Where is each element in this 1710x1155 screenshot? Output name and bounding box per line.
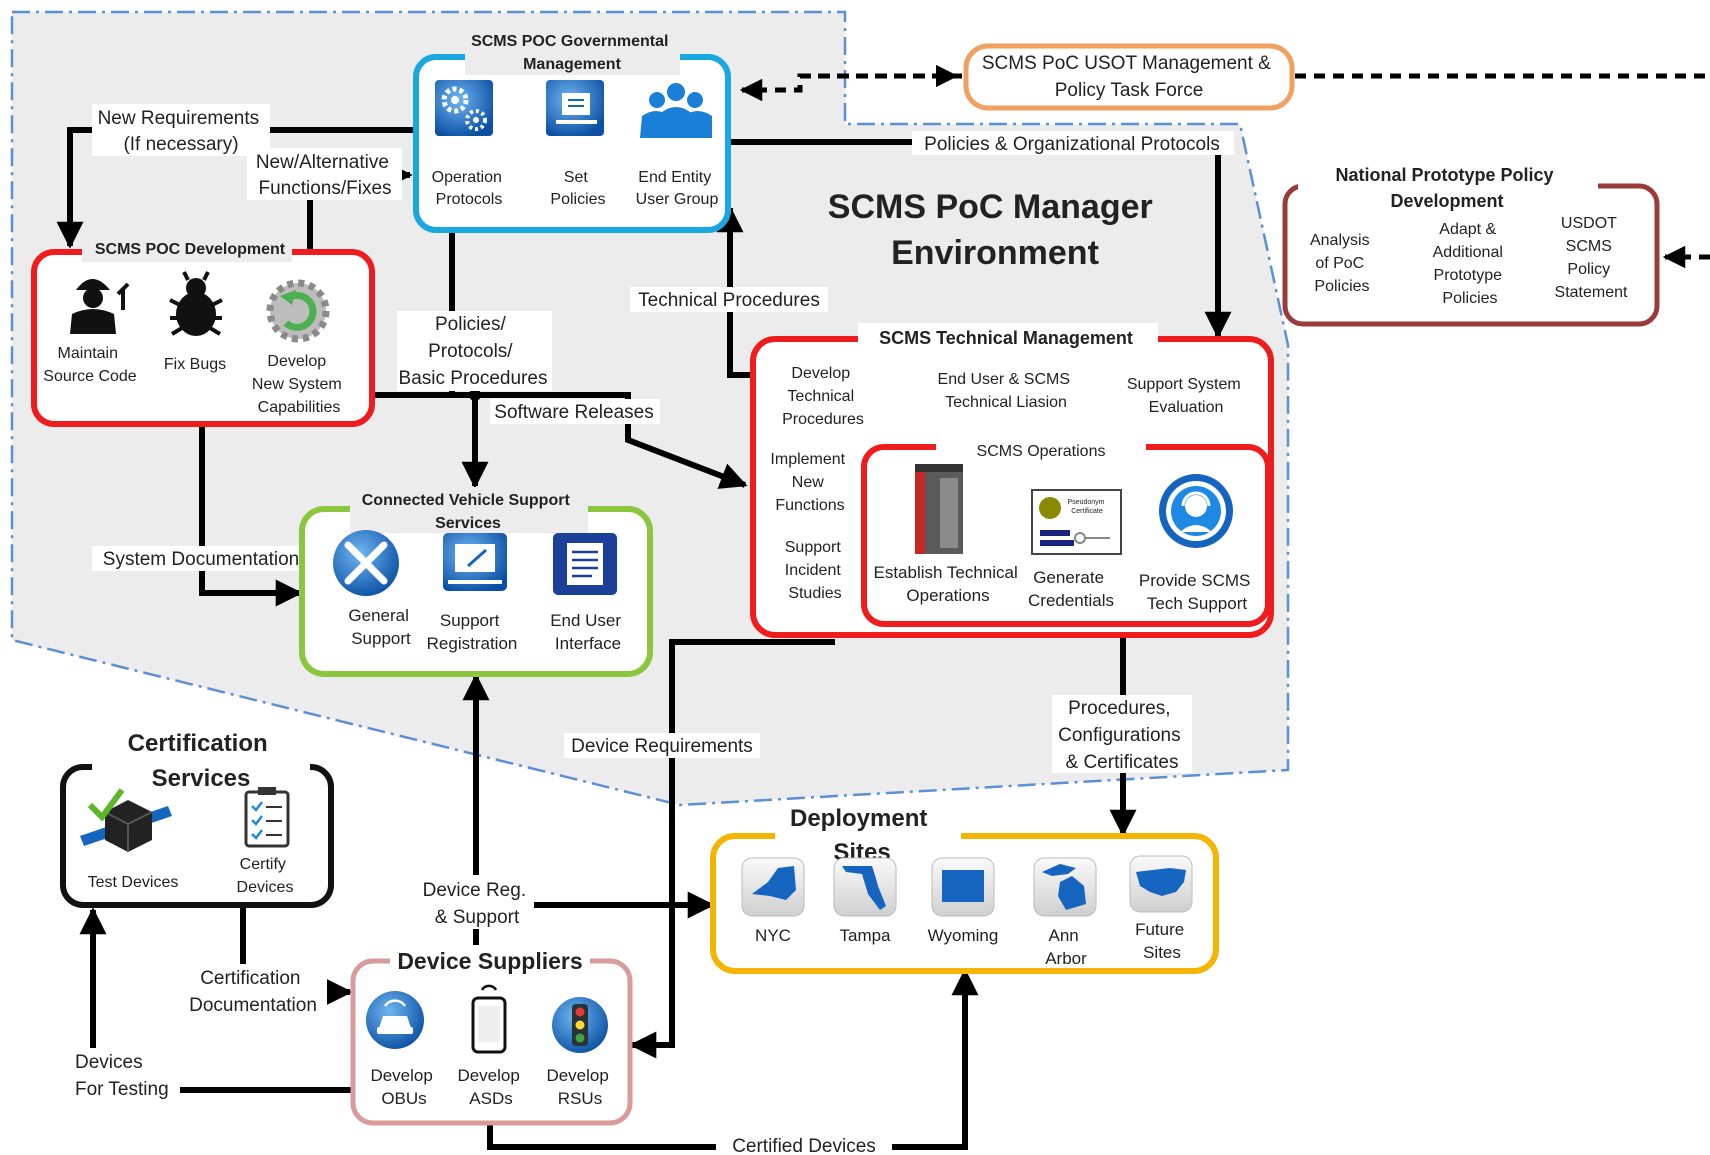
- tech-item-label: Support System Evaluation: [1127, 376, 1245, 416]
- gov-management-box: SCMS POC Governmental Management Operati…: [413, 27, 731, 233]
- national-item-label: Analysis of PoC Policies: [1310, 232, 1374, 295]
- tools-icon: [333, 530, 399, 596]
- environment-title: SCMS PoC Manager Environment: [828, 188, 1162, 272]
- gov-title: SCMS POC Governmental Management: [471, 33, 673, 73]
- ops-item-label: Generate Credentials: [1028, 568, 1114, 610]
- edge-technical-procedures: [716, 205, 754, 378]
- phone-icon: [471, 984, 507, 1054]
- florida-map-icon: [833, 857, 897, 917]
- tech-item-label: Develop Technical Procedures: [782, 365, 864, 428]
- new-york-map-icon: [741, 857, 805, 917]
- dashed-connectors: [739, 64, 1710, 269]
- cvss-item-label: General Support: [348, 606, 413, 648]
- site-label: Future Sites: [1135, 920, 1189, 962]
- small-cert-text: Pseudonym Certificate: [1068, 499, 1107, 515]
- gears-icon: [435, 80, 493, 136]
- checklist-icon: [244, 787, 290, 848]
- label-new-requirements: New Requirements (If necessary): [98, 108, 265, 155]
- site-label: Ann Arbor: [1045, 926, 1087, 968]
- laptop-edit-icon: [443, 533, 507, 591]
- dev-box: SCMS POC Development Maintain Source Cod…: [31, 236, 375, 427]
- refresh-gear-icon: [266, 279, 330, 343]
- label-cert-documentation: Certification Documentation: [189, 968, 317, 1016]
- scms-operations-box: SCMS Operations Pseudonym Certificate: [861, 437, 1271, 627]
- tech-item-label: Support Incident Studies: [785, 539, 846, 602]
- task-force-box: SCMS PoC USOT Management & Policy Task F…: [963, 43, 1295, 111]
- dev-item-label: Develop New System Capabilities: [252, 353, 346, 416]
- cvss-box: Connected Vehicle Support Services Gener…: [299, 487, 653, 677]
- bug-icon: [169, 271, 223, 336]
- label-policies-org: Policies & Organizational Protocols: [924, 134, 1220, 155]
- worker-icon: [70, 279, 130, 334]
- site-label: Tampa: [839, 926, 891, 945]
- cert-services-box: Certification Services Test Devices Cert…: [60, 722, 334, 908]
- deployment-sites-box: Deployment Sites NYC Tampa Wyoming Ann: [710, 804, 1219, 974]
- cert-item-label: Test Devices: [88, 874, 179, 891]
- suppliers-title: Device Suppliers: [397, 948, 582, 974]
- tech-item-label: End User & SCMS Technical Liasion: [938, 371, 1075, 411]
- usa-map-icon: [1129, 855, 1193, 913]
- ops-title: SCMS Operations: [977, 443, 1106, 460]
- gov-item-label: Operation Protocols: [432, 169, 507, 208]
- site-label: NYC: [755, 926, 791, 945]
- supplier-item-label: Develop OBUs: [370, 1066, 437, 1108]
- tech-title: SCMS Technical Management: [879, 328, 1133, 348]
- supplier-item-label: Develop RSUs: [546, 1066, 613, 1108]
- site-label: Wyoming: [928, 926, 999, 945]
- cvss-item-label: Support Registration: [427, 611, 518, 653]
- dev-title: SCMS POC Development: [95, 241, 286, 258]
- label-system-documentation: System Documentation: [103, 549, 299, 570]
- tech-item-label: Implement New Functions: [770, 451, 849, 514]
- national-policy-box: National Prototype Policy Development An…: [1282, 165, 1660, 327]
- tech-box: SCMS Technical Management Develop Techni…: [750, 323, 1274, 638]
- edge-device-requirements: [629, 639, 835, 1059]
- car-wireless-icon: [366, 991, 424, 1049]
- dev-item-label: Maintain Source Code: [43, 345, 136, 385]
- cert-services-title: Certification Services: [128, 730, 275, 792]
- gov-item-label: Set Policies: [550, 169, 605, 208]
- label-software-releases: Software Releases: [494, 402, 653, 423]
- label-devices-testing: Devices For Testing: [75, 1052, 169, 1100]
- traffic-light-icon: [552, 997, 608, 1053]
- edge-new-requirements: [56, 127, 418, 249]
- dev-item-label: Fix Bugs: [164, 356, 226, 373]
- gov-item-label: End Entity User Group: [636, 169, 719, 208]
- document-icon: [553, 533, 617, 595]
- supplier-item-label: Develop ASDs: [457, 1066, 524, 1108]
- server-icon: [915, 464, 963, 554]
- device-suppliers-box: Device Suppliers Develop OBUs Develop AS…: [350, 945, 633, 1126]
- cvss-title: Connected Vehicle Support Services: [362, 492, 574, 532]
- label-new-alternative: New/Alternative Functions/Fixes: [256, 152, 394, 199]
- ops-item-label: Provide SCMS Tech Support: [1139, 571, 1255, 613]
- label-policies-protocols: Policies/ Protocols/ Basic Procedures: [399, 314, 548, 389]
- national-item-label: Adapt & Additional Prototype Policies: [1433, 221, 1508, 307]
- national-item-label: USDOT SCMS Policy Statement: [1555, 215, 1628, 301]
- label-certified-devices: Certified Devices: [732, 1136, 876, 1155]
- label-technical-procedures: Technical Procedures: [638, 290, 820, 311]
- task-force-label: SCMS PoC USOT Management & Policy Task F…: [982, 53, 1276, 101]
- cvss-item-label: End User Interface: [550, 611, 626, 653]
- test-cube-icon: [80, 788, 172, 852]
- edge-labels: New Requirements (If necessary) New/Alte…: [72, 104, 1234, 1155]
- wyoming-map-icon: [931, 857, 995, 917]
- user-group-icon: [640, 83, 712, 138]
- policy-document-icon: [546, 80, 604, 136]
- certificate-key-icon: Pseudonym Certificate: [1031, 489, 1122, 555]
- label-device-requirements: Device Requirements: [571, 736, 753, 757]
- michigan-map-icon: [1033, 857, 1097, 917]
- headset-icon: [1159, 474, 1233, 548]
- cert-item-label: Certify Devices: [237, 856, 294, 896]
- label-device-reg: Device Reg. & Support: [423, 880, 532, 928]
- national-title: National Prototype Policy Development: [1335, 165, 1558, 211]
- junction-dot: [469, 389, 481, 401]
- ops-item-label: Establish Technical Operations: [873, 563, 1022, 605]
- edge-system-documentation: [199, 425, 303, 607]
- label-procedures-config: Procedures, Configurations & Certificate…: [1058, 698, 1186, 773]
